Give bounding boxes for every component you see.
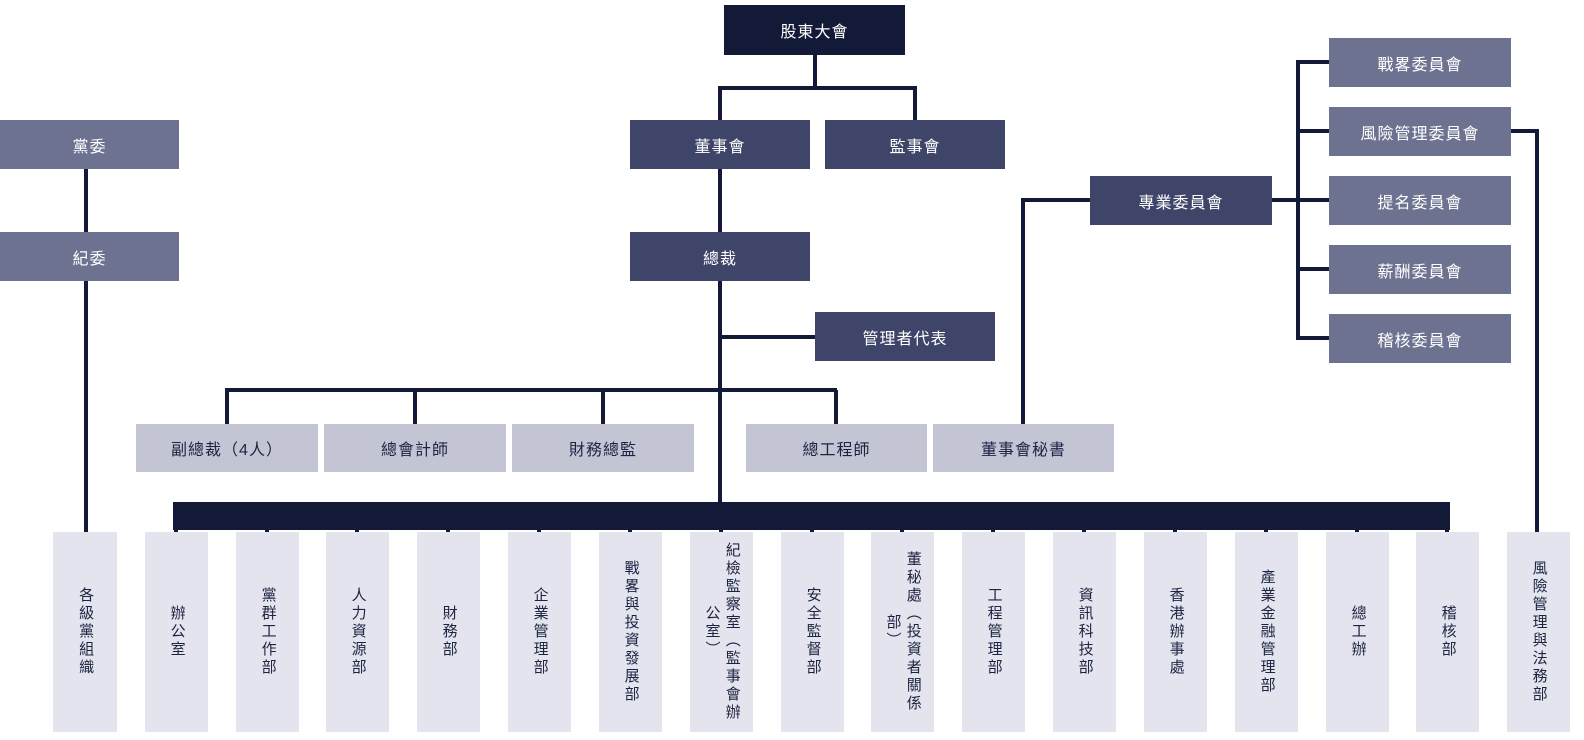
node-audit-committee: 稽核委員會: [1329, 314, 1511, 363]
connector-line: [601, 390, 605, 426]
node-chief-accountant: 總會計師: [324, 424, 506, 472]
node-board-of-directors: 董事會: [630, 120, 810, 169]
dept-label: 黨群工作部: [259, 587, 277, 677]
node-remuneration-committee: 薪酬委員會: [1329, 245, 1511, 294]
dept-label: 各級黨組織: [77, 587, 95, 677]
connector-line: [834, 390, 838, 426]
connector-line: [1296, 60, 1331, 64]
dept-chief-engineer-office: 總工辦: [1326, 532, 1389, 732]
node-party-committee: 黨委: [0, 120, 179, 169]
connector-line: [413, 390, 417, 426]
dept-label: 香港辦事處: [1167, 587, 1185, 677]
connector-line: [84, 169, 88, 232]
dept-label: 工程管理部: [985, 587, 1003, 677]
connector-line: [1511, 129, 1539, 133]
dept-label: 總工辦: [1349, 605, 1367, 659]
node-professional-committees: 專業委員會: [1090, 176, 1272, 225]
dept-label: 稽核部: [1439, 605, 1457, 659]
connector-line: [225, 388, 837, 392]
dept-label: 安全監督部: [804, 587, 822, 677]
dept-label: 風險管理與法務部: [1530, 560, 1548, 704]
dept-party-mass-work: 黨群工作部: [236, 532, 299, 732]
dept-label: 辦公室: [168, 605, 186, 659]
dept-label: 資訊科技部: [1076, 587, 1094, 677]
node-chief-engineer: 總工程師: [746, 424, 927, 472]
connector-line: [813, 55, 817, 90]
dept-industrial-finance: 產業金融管理部: [1235, 532, 1298, 732]
connector-line: [1021, 198, 1025, 426]
connector-line: [913, 88, 917, 120]
dept-label: 企業管理部: [531, 587, 549, 677]
connector-line: [718, 169, 722, 232]
dept-discipline-inspection: 紀檢監察室（監事會辦公室）: [690, 532, 753, 732]
dept-enterprise-management: 企業管理部: [508, 532, 571, 732]
connector-line: [718, 86, 917, 90]
dept-label: 人力資源部: [349, 587, 367, 677]
connector-line: [718, 281, 722, 504]
connector-line: [718, 335, 817, 339]
dept-label: 董秘處（投資者關係部）: [884, 551, 922, 713]
connector-line: [1296, 129, 1331, 133]
dept-label: 產業金融管理部: [1258, 569, 1276, 695]
dept-board-secretariat: 董秘處（投資者關係部）: [871, 532, 934, 732]
dept-safety-supervision: 安全監督部: [781, 532, 844, 732]
dept-label: 財務部: [440, 605, 458, 659]
connector-line: [1296, 267, 1331, 271]
connector-line: [718, 88, 722, 120]
node-supervisory-board: 監事會: [825, 120, 1005, 169]
dept-finance: 財務部: [417, 532, 480, 732]
node-risk-management-committee: 風險管理委員會: [1329, 107, 1511, 156]
dept-human-resources: 人力資源部: [326, 532, 389, 732]
dept-label: 戰畧與投資發展部: [622, 560, 640, 704]
dept-party-organizations: 各級黨組織: [53, 532, 117, 732]
node-shareholders-meeting: 股東大會: [724, 5, 905, 55]
node-vice-presidents: 副總裁（4人）: [136, 424, 318, 472]
connector-line: [1535, 129, 1539, 534]
connector-line: [1296, 198, 1331, 202]
node-management-representative: 管理者代表: [815, 312, 995, 361]
node-nomination-committee: 提名委員會: [1329, 176, 1511, 225]
node-finance-director: 財務總監: [512, 424, 694, 472]
dept-engineering-management: 工程管理部: [962, 532, 1025, 732]
dept-risk-legal: 風險管理與法務部: [1507, 532, 1570, 732]
connector-line: [1296, 336, 1331, 340]
node-board-secretary: 董事會秘書: [933, 424, 1114, 472]
connector-line: [1021, 198, 1092, 202]
node-president: 總裁: [630, 232, 810, 281]
connector-line: [1272, 198, 1300, 202]
dept-information-technology: 資訊科技部: [1053, 532, 1116, 732]
connector-bus: [173, 502, 1450, 530]
dept-label: 紀檢監察室（監事會辦公室）: [703, 542, 741, 722]
connector-line: [84, 281, 88, 534]
dept-audit: 稽核部: [1416, 532, 1479, 732]
dept-general-office: 辦公室: [145, 532, 208, 732]
dept-strategy-investment: 戰畧與投資發展部: [599, 532, 662, 732]
connector-line: [225, 390, 229, 426]
dept-hongkong-office: 香港辦事處: [1144, 532, 1207, 732]
node-strategy-committee: 戰畧委員會: [1329, 38, 1511, 87]
node-discipline-committee: 紀委: [0, 232, 179, 281]
